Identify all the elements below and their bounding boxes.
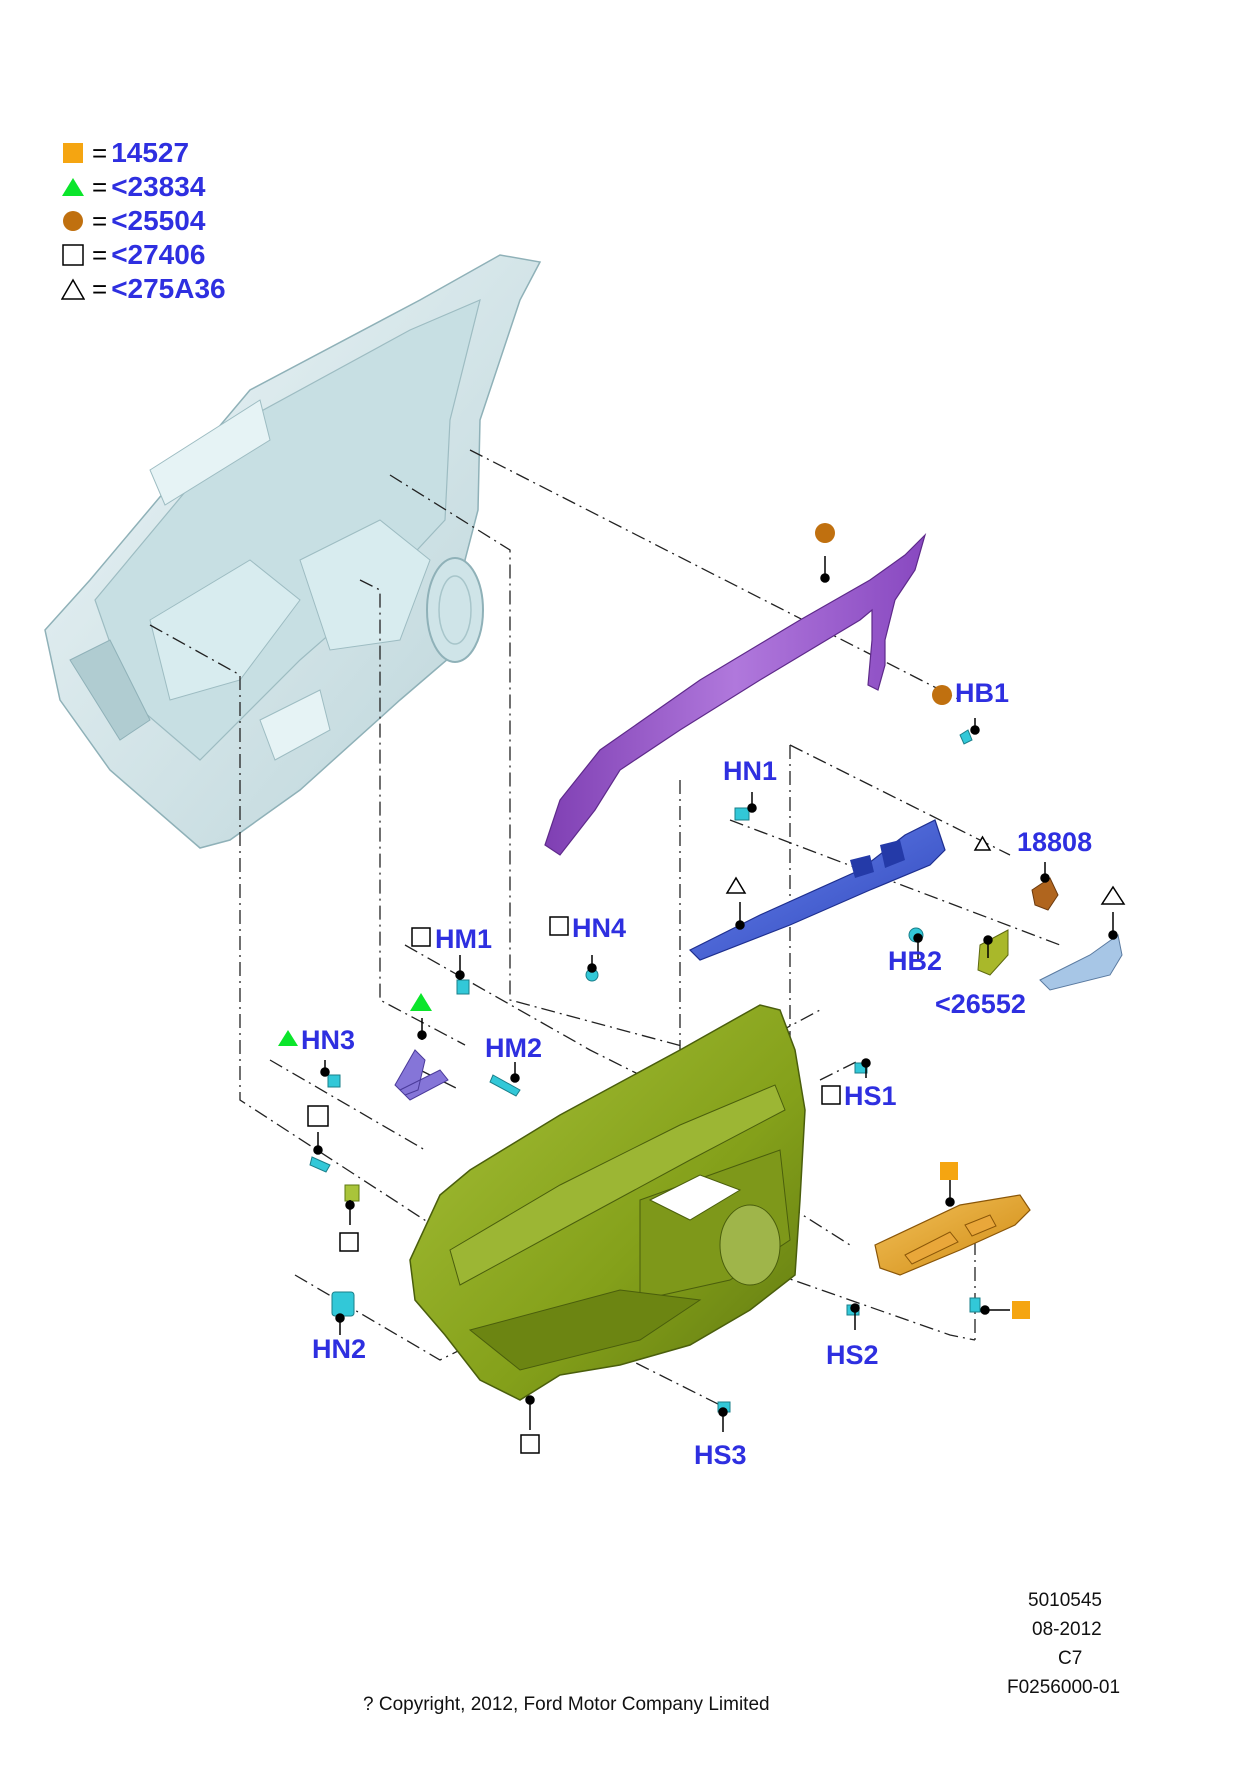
- model-code: C7: [1058, 1648, 1083, 1669]
- callout-hb2: HB2: [888, 946, 943, 976]
- handle-mechanism: [394, 1049, 449, 1101]
- callout-hm1: HM1: [435, 924, 493, 954]
- legend-value: <275A36: [111, 273, 226, 304]
- callout-hb1: HB1: [955, 678, 1010, 708]
- callout-hn4: HN4: [572, 913, 627, 943]
- callout-symbols: [278, 523, 1126, 1454]
- callout-hn2: HN2: [312, 1334, 367, 1364]
- legend: = 14527 = <23834 = <25504 = <27406 = <27…: [60, 136, 226, 306]
- legend-row: = <23834: [60, 170, 226, 204]
- callout-hs1: HS1: [844, 1081, 897, 1111]
- callout-hn3: HN3: [301, 1025, 356, 1055]
- filled-triangle-icon: [60, 174, 86, 200]
- figure-id: F0256000-01: [1007, 1677, 1121, 1698]
- legend-value: <27406: [111, 239, 206, 270]
- legend-equals: =: [92, 239, 108, 270]
- legend-equals: =: [92, 171, 108, 202]
- legend-value: <23834: [111, 171, 206, 202]
- legend-value: 14527: [111, 137, 190, 168]
- open-triangle-icon: [60, 276, 86, 302]
- legend-equals: =: [92, 273, 108, 304]
- callout-hn1: HN1: [723, 756, 778, 786]
- legend-row: = <275A36: [60, 272, 226, 306]
- armrest-bezel: [688, 819, 946, 961]
- grille-18808: [1031, 877, 1059, 911]
- legend-row: = 14527: [60, 136, 226, 170]
- door-inner-panel: [44, 254, 542, 849]
- legend-equals: =: [92, 137, 108, 168]
- door-trim-panel: [409, 1004, 806, 1401]
- callout-18808: 18808: [1017, 827, 1093, 857]
- copyright-notice: ? Copyright, 2012, Ford Motor Company Li…: [363, 1694, 770, 1715]
- leader-lines: [313, 556, 1118, 1432]
- bezel-26552: [977, 929, 1009, 976]
- window-switch-bezel: [874, 1194, 1031, 1276]
- legend-row: = <27406: [60, 238, 226, 272]
- legend-equals: =: [92, 205, 108, 236]
- legend-value: <25504: [111, 205, 206, 236]
- filled-circle-icon: [60, 208, 86, 234]
- part-number: 5010545: [1028, 1590, 1102, 1611]
- revision-date: 08-2012: [1032, 1619, 1102, 1640]
- open-square-icon: [60, 242, 86, 268]
- callout-hm2: HM2: [485, 1033, 543, 1063]
- filled-square-icon: [60, 140, 86, 166]
- legend-row: = <25504: [60, 204, 226, 238]
- switch-cover: [1039, 934, 1123, 991]
- belt-moulding: [544, 532, 927, 856]
- callout-26552: <26552: [935, 989, 1026, 1019]
- callout-hs3: HS3: [694, 1440, 747, 1470]
- callout-hs2: HS2: [826, 1340, 879, 1370]
